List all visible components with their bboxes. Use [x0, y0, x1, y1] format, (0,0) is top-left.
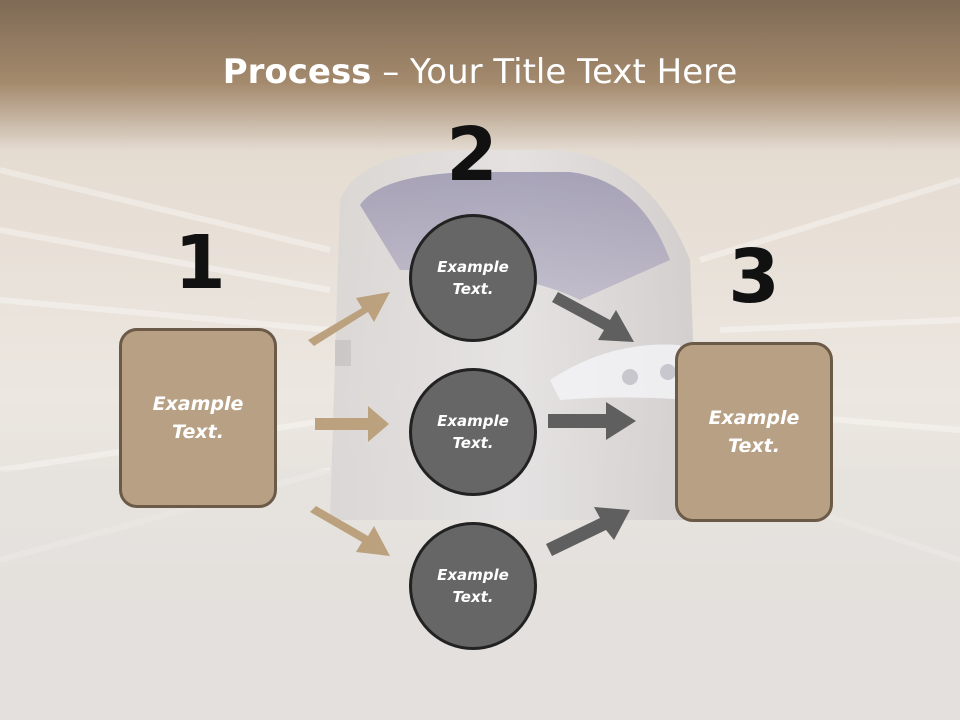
step-circle-2-text: Example Text. — [437, 411, 509, 453]
step-number-2: 2 — [446, 112, 498, 198]
arrow-right-icon — [548, 402, 636, 440]
step-circle-3[interactable]: Example Text. — [409, 522, 537, 650]
arrow-right-icon — [552, 292, 634, 342]
step-box-1-text: Example Text. — [152, 392, 244, 444]
step-box-3-text: Example Text. — [708, 406, 800, 458]
step-number-3: 3 — [728, 234, 780, 320]
title-bold: Process — [222, 52, 372, 92]
step-circle-1[interactable]: Example Text. — [409, 214, 537, 342]
title-band — [0, 0, 960, 150]
slide-title: Process – Your Title Text Here — [0, 52, 960, 92]
step-number-1: 1 — [174, 220, 226, 306]
arrow-right-icon — [315, 406, 389, 442]
step-circle-3-text: Example Text. — [437, 565, 509, 607]
step-circle-1-text: Example Text. — [437, 257, 509, 299]
step-box-3[interactable]: Example Text. — [675, 342, 833, 522]
title-rest: – Your Title Text Here — [371, 52, 738, 92]
step-box-1[interactable]: Example Text. — [119, 328, 277, 508]
step-circle-2[interactable]: Example Text. — [409, 368, 537, 496]
arrow-right-icon — [308, 292, 390, 346]
arrow-right-icon — [546, 507, 630, 556]
arrow-right-icon — [310, 506, 390, 556]
